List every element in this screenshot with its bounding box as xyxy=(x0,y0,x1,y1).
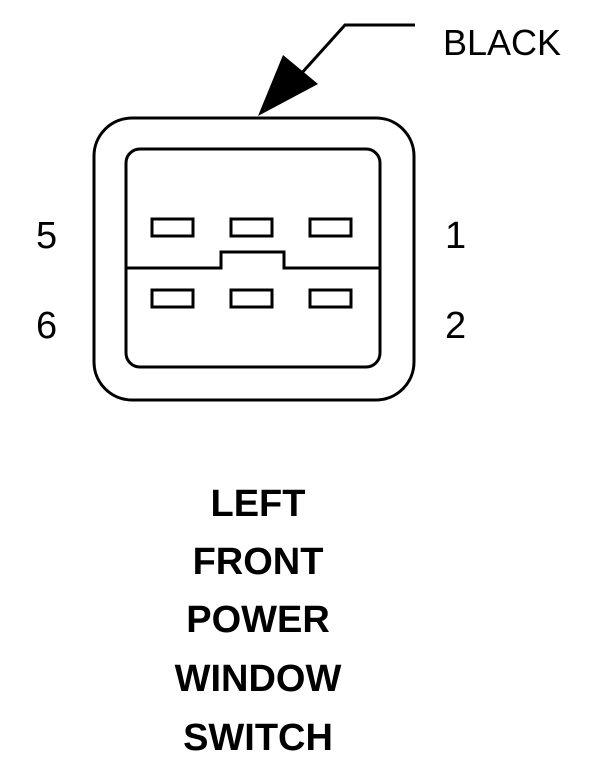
callout-arrowhead xyxy=(258,55,318,116)
caption-line: WINDOW xyxy=(175,658,342,700)
caption-line: SWITCH xyxy=(183,717,333,759)
connector-inner-cavity xyxy=(124,147,382,369)
connector-housing xyxy=(92,116,416,402)
terminal-cavity xyxy=(229,217,274,238)
caption-line: LEFT xyxy=(211,483,306,525)
connector-key-divider xyxy=(126,250,380,270)
caption-line: FRONT xyxy=(193,541,324,583)
caption-line: POWER xyxy=(186,599,330,641)
terminal-cavity xyxy=(150,217,195,238)
pin-label-top-right: 1 xyxy=(445,215,466,257)
pin-label-top-left: 5 xyxy=(36,215,57,257)
callout-leader-line xyxy=(298,23,415,77)
connector-color-label: BLACK xyxy=(443,22,561,63)
terminal-cavities xyxy=(150,217,353,309)
pin-labels: 5 1 6 2 xyxy=(36,215,466,347)
pin-label-bottom-left: 6 xyxy=(36,305,57,347)
terminal-cavity xyxy=(308,217,353,238)
diagram-caption: LEFT FRONT POWER WINDOW SWITCH xyxy=(175,483,342,759)
terminal-cavity xyxy=(229,288,274,309)
color-callout: BLACK xyxy=(258,22,561,116)
terminal-cavity xyxy=(150,288,195,309)
pin-label-bottom-right: 2 xyxy=(445,305,466,347)
terminal-cavity xyxy=(308,288,353,309)
